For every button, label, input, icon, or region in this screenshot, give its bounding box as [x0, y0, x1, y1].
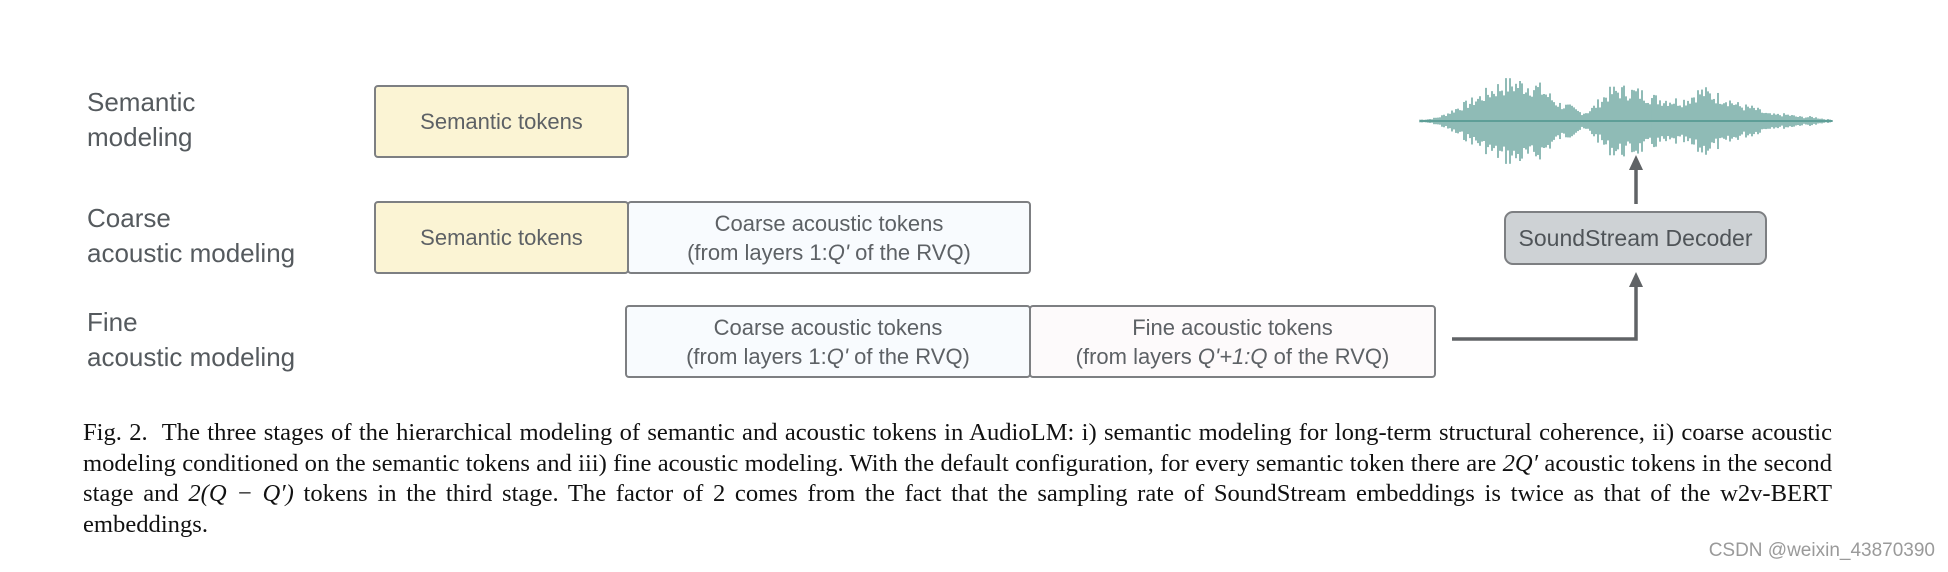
stage-label-semantic-line1: Semantic: [87, 87, 196, 117]
fine-to-decoder-arrowhead: [1629, 272, 1643, 287]
source-prefix: (from layers 1:: [686, 343, 827, 369]
fine-acoustic-tokens-title: Fine acoustic tokens: [1132, 314, 1333, 340]
stage-label-fine-line2: acoustic modeling: [87, 342, 296, 372]
source-variable: Q': [827, 239, 850, 265]
watermark: CSDN @weixin_43870390: [1708, 540, 1935, 561]
stage-label-coarse-line1: Coarse: [87, 203, 171, 233]
fine-acoustic-tokens-source: (from layers Q'+1:Q of the RVQ): [1076, 342, 1390, 371]
coarse-acoustic-tokens-source: (from layers 1:Q' of the RVQ): [687, 238, 971, 267]
caption-math-2qprime: 2Q′: [1502, 449, 1539, 477]
stage-label-coarse: Coarse acoustic modeling: [87, 201, 295, 271]
source-suffix: of the RVQ): [1267, 343, 1390, 369]
soundstream-decoder-label: SoundStream Decoder: [1518, 224, 1753, 251]
semantic-tokens-label: Semantic tokens: [420, 109, 583, 134]
source-variable: Q': [826, 343, 849, 369]
stage-label-semantic-line2: modeling: [87, 122, 193, 152]
audio-waveform-icon: [1419, 78, 1833, 164]
stage-label-coarse-line2: acoustic modeling: [87, 238, 296, 268]
stage-label-fine-line1: Fine: [87, 307, 138, 337]
figure-caption: Fig. 2. The three stages of the hierarch…: [83, 418, 1832, 540]
fine-to-decoder-arrow: [1452, 284, 1638, 341]
coarse-acoustic-tokens-box-row2: Coarse acoustic tokens (from layers 1:Q'…: [627, 201, 1031, 274]
coarse-acoustic-tokens-title: Coarse acoustic tokens: [713, 314, 943, 340]
source-prefix: (from layers 1:: [687, 239, 828, 265]
decoder-to-waveform-arrowhead: [1629, 155, 1643, 170]
caption-math-2q-minus-qprime: 2(Q − Q′): [188, 480, 294, 507]
caption-text-part3: tokens in the third stage. The factor of…: [83, 480, 1832, 538]
stage-label-fine: Fine acoustic modeling: [87, 305, 295, 375]
caption-text-part1: The three stages of the hierarchical mod…: [83, 419, 1832, 477]
source-suffix: of the RVQ): [849, 239, 971, 265]
coarse-acoustic-tokens-title: Coarse acoustic tokens: [714, 210, 944, 236]
source-suffix: of the RVQ): [848, 343, 970, 369]
source-prefix: (from layers: [1075, 343, 1198, 369]
caption-text-part2: acoustic tokens in the second stage and: [83, 449, 1832, 508]
stage-label-semantic: Semantic modeling: [87, 85, 195, 155]
coarse-acoustic-tokens-source: (from layers 1:Q' of the RVQ): [686, 342, 970, 371]
figure-label: Fig. 2.: [83, 419, 148, 446]
semantic-tokens-box-row1: Semantic tokens: [374, 85, 629, 158]
source-variable: Q'+1:Q: [1197, 343, 1268, 369]
soundstream-decoder-box: SoundStream Decoder: [1504, 211, 1767, 265]
semantic-tokens-label: Semantic tokens: [420, 225, 583, 250]
fine-acoustic-tokens-box-row3: Fine acoustic tokens (from layers Q'+1:Q…: [1029, 305, 1436, 378]
coarse-acoustic-tokens-box-row3: Coarse acoustic tokens (from layers 1:Q'…: [625, 305, 1031, 378]
